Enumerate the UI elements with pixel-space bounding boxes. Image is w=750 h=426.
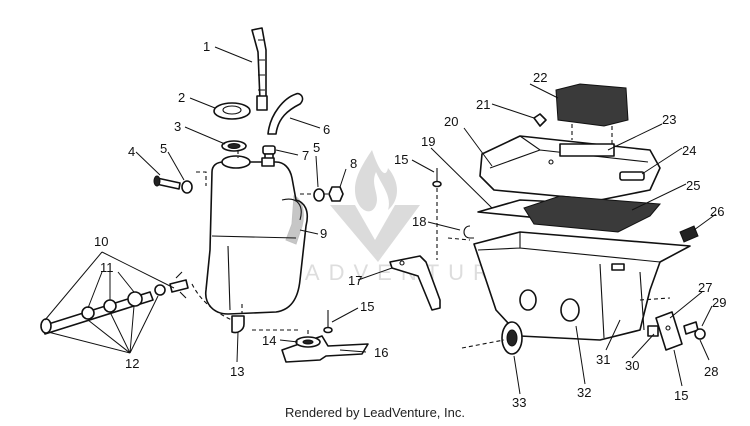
vent-hose-part — [267, 92, 304, 135]
callout-22: 22 — [533, 70, 547, 85]
callout-16: 16 — [374, 345, 388, 360]
callout-8: 8 — [350, 156, 357, 171]
callout-14: 14 — [262, 333, 276, 348]
fuel-tank-part — [204, 155, 309, 315]
callout-30: 30 — [625, 358, 639, 373]
callout-5b: 5 — [313, 140, 320, 155]
leader-lines — [44, 46, 717, 395]
dipstick-part — [251, 27, 268, 111]
callout-17: 17 — [348, 273, 362, 288]
callout-21: 21 — [476, 97, 490, 112]
callout-15c: 15 — [674, 388, 688, 403]
washer-part — [313, 188, 325, 202]
callout-18: 18 — [412, 214, 426, 229]
dashed-connector — [571, 124, 613, 144]
bolt-part — [432, 168, 442, 188]
tank-strap-part — [281, 335, 369, 363]
callouts: 1 2 3 4 5 6 7 5 8 9 10 11 12 13 14 15 16… — [94, 39, 726, 410]
callout-23: 23 — [662, 112, 676, 127]
bolt-part — [323, 310, 333, 334]
callout-28: 28 — [704, 364, 718, 379]
callout-32: 32 — [577, 385, 591, 400]
callout-33: 33 — [512, 395, 526, 410]
washer-part — [181, 180, 193, 194]
callout-4: 4 — [128, 144, 135, 159]
dashed-connector — [252, 329, 309, 336]
callout-6: 6 — [323, 122, 330, 137]
hook-part — [463, 225, 474, 239]
callout-20: 20 — [444, 114, 458, 129]
callout-27: 27 — [698, 280, 712, 295]
callout-26: 26 — [710, 204, 724, 219]
nut-part — [328, 186, 344, 202]
foam-pad-part — [523, 195, 662, 233]
callout-29: 29 — [712, 295, 726, 310]
callout-25: 25 — [686, 178, 700, 193]
fitting-part — [647, 325, 659, 337]
fuel-cap-part — [213, 102, 251, 120]
render-credit: Rendered by LeadVenture, Inc. — [285, 405, 465, 420]
fuel-line-assembly — [40, 271, 189, 335]
bolt-part — [683, 321, 706, 340]
callout-15b: 15 — [394, 152, 408, 167]
callout-31: 31 — [596, 352, 610, 367]
callout-1: 1 — [203, 39, 210, 54]
battery-lid-part — [479, 135, 661, 201]
callout-13: 13 — [230, 364, 244, 379]
callout-15a: 15 — [360, 299, 374, 314]
callout-11: 11 — [100, 260, 114, 275]
wheel-part — [501, 321, 523, 355]
callout-5: 5 — [160, 141, 167, 156]
dashed-connector — [196, 150, 330, 195]
mounting-bracket-part — [389, 255, 441, 311]
clamp-plate-part — [655, 311, 683, 351]
top-pad-part — [555, 83, 629, 127]
callout-12: 12 — [125, 356, 139, 371]
dashed-connector — [436, 188, 471, 260]
clip-part — [533, 113, 547, 127]
dashed-connector — [461, 297, 671, 349]
dashed-connector — [191, 283, 243, 321]
callout-3: 3 — [174, 119, 181, 134]
callout-7: 7 — [302, 148, 309, 163]
elbow-fitting-part — [231, 315, 245, 334]
callout-24: 24 — [682, 143, 696, 158]
callout-19: 19 — [421, 134, 435, 149]
cap-gasket-part — [221, 140, 247, 152]
callout-9: 9 — [320, 226, 327, 241]
callout-2: 2 — [178, 90, 185, 105]
bolt-part — [153, 175, 181, 190]
watermark-logo — [330, 150, 420, 262]
callout-10: 10 — [94, 234, 108, 249]
terminal-cover-part — [679, 225, 699, 243]
